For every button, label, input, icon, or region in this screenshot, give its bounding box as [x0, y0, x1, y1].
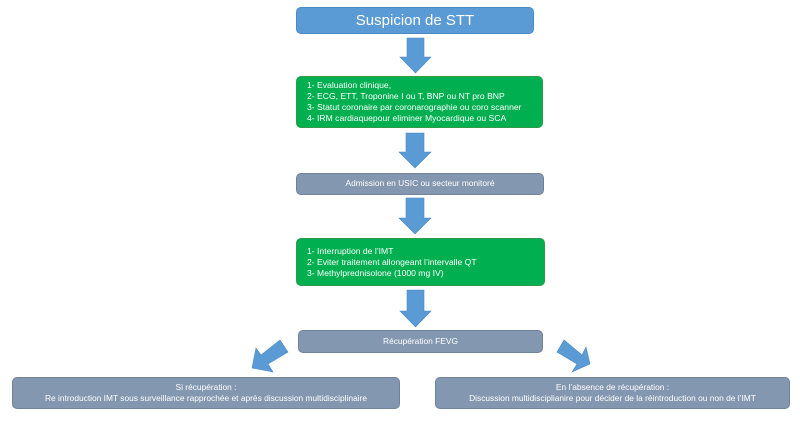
branch-text: Discussion multidisciplianire pour décid… [469, 393, 756, 403]
node-recuperation-fevg: Récupération FEVG [298, 330, 543, 353]
node-management: 1- Interruption de l’IMT 2- Eviter trait… [296, 238, 545, 286]
arrow-down-icon [399, 289, 432, 328]
arrow-down-icon [398, 197, 432, 235]
node-initial-workup: 1- Evaluation clinique, 2- ECG, ETT, Tro… [296, 76, 543, 128]
arrow-down-icon [398, 132, 432, 169]
arrow-down-left-icon [251, 339, 289, 373]
node-admission: Admission en USIC ou secteur monitoré [296, 173, 544, 195]
list-item: 1- Interruption de l’IMT [307, 245, 394, 256]
branch-text: Re introduction IMT sous surveillance ra… [45, 393, 367, 403]
list-item: 2- Eviter traitement allongeant l’interv… [307, 256, 477, 267]
branch-heading: Si récupération : [175, 381, 237, 392]
node-suspicion-stt: Suspicion de STT [296, 7, 534, 34]
list-item: 1- Evaluation clinique, [307, 80, 392, 90]
node-label: Récupération FEVG [383, 335, 458, 346]
node-label: Admission en USIC ou secteur monitoré [345, 178, 495, 189]
branch-heading: En l’absence de récupération : [555, 381, 670, 392]
arrow-down-icon [399, 37, 432, 74]
node-branch-no-recovery: En l’absence de récupération : Discussio… [435, 377, 790, 409]
list-item: 2- ECG, ETT, Troponine I ou T, BNP ou NT… [307, 91, 505, 101]
arrow-down-right-icon [556, 339, 591, 373]
list-item: 4- IRM cardiaquepour eliminer Myocardiqu… [307, 113, 507, 123]
list-item: 3- Statut coronaire par coronarographie … [307, 102, 522, 112]
node-branch-recovery: Si récupération : Re introduction IMT so… [12, 377, 400, 409]
list-item: 3- Methylprednisolone (1000 mg IV) [307, 267, 444, 278]
node-label: Suspicion de STT [355, 12, 475, 29]
